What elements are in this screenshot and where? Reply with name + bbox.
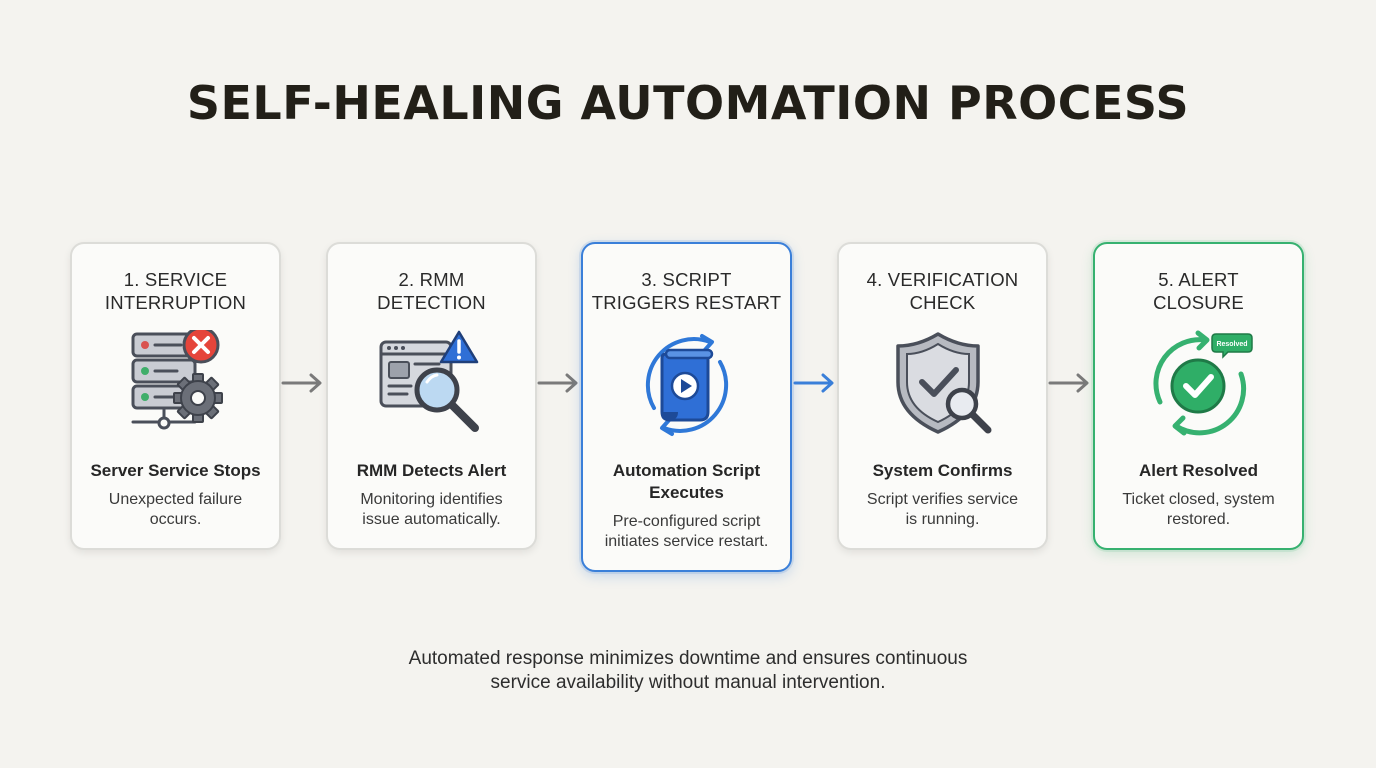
step-description-line: Ticket closed, system xyxy=(1122,491,1275,508)
step-description: Script verifies service is running. xyxy=(845,490,1040,530)
step-description-line: Pre-configured script xyxy=(612,513,761,530)
footer-caption-line: service availability without manual inte… xyxy=(490,672,886,693)
step-title-line: 5. ALERT xyxy=(1158,269,1239,290)
arrow-right-icon xyxy=(1048,372,1092,394)
server-error-gear-icon xyxy=(121,330,231,440)
step-heading: RMM Detects Alert xyxy=(356,461,507,480)
step-title: 4. VERIFICATION CHECK xyxy=(845,268,1040,314)
step-title-line: CHECK xyxy=(909,292,976,313)
step-description-line: initiates service restart. xyxy=(604,533,769,550)
step-heading: System Confirms xyxy=(872,461,1013,480)
script-play-cycle-icon xyxy=(632,330,742,440)
step-title-line: 2. RMM xyxy=(398,269,465,290)
step-card-verification-check: 4. VERIFICATION CHECK System Confirms Sc… xyxy=(837,242,1048,550)
footer-caption-line: Automated response minimizes downtime an… xyxy=(408,648,968,669)
step-description: Ticket closed, system restored. xyxy=(1101,490,1296,530)
step-title-line: DETECTION xyxy=(377,292,486,313)
page-title: SELF-HEALING AUTOMATION PROCESS xyxy=(186,76,1190,130)
step-description-line: restored. xyxy=(1166,511,1231,528)
step-description-line: issue automatically. xyxy=(362,511,501,528)
step-heading-line: Automation Script xyxy=(612,461,761,480)
step-description-line: occurs. xyxy=(149,511,202,528)
step-card-script-triggers-restart: 3. SCRIPT TRIGGERS RESTART Automation Sc… xyxy=(581,242,792,572)
step-card-service-interruption: 1. SERVICE INTERRUPTION xyxy=(70,242,281,550)
monitor-magnifier-warning-icon xyxy=(377,330,487,440)
step-title: 5. ALERT CLOSURE xyxy=(1101,268,1296,314)
step-title: 3. SCRIPT TRIGGERS RESTART xyxy=(589,268,784,314)
step-description-line: Unexpected failure xyxy=(108,491,243,508)
step-description: Monitoring identifies issue automaticall… xyxy=(334,490,529,530)
check-cycle-resolved-icon: Resolved xyxy=(1144,330,1254,440)
arrow-right-icon xyxy=(537,372,581,394)
step-description-line: Monitoring identifies xyxy=(360,491,503,508)
step-title-line: 1. SERVICE xyxy=(123,269,228,290)
step-description-line: is running. xyxy=(905,511,980,528)
resolved-badge-label: Resolved xyxy=(1216,341,1247,348)
step-title: 2. RMM DETECTION xyxy=(334,268,529,314)
arrow-right-icon xyxy=(793,372,837,394)
step-title-line: TRIGGERS RESTART xyxy=(591,292,782,313)
footer-caption: Automated response minimizes downtime an… xyxy=(0,647,1376,695)
step-card-rmm-detection: 2. RMM DETECTION RMM Detects Alert Monit… xyxy=(326,242,537,550)
step-title-line: 4. VERIFICATION xyxy=(866,269,1019,290)
shield-check-magnifier-icon xyxy=(888,330,998,440)
step-heading-line: Executes xyxy=(649,483,724,502)
step-description-line: Script verifies service xyxy=(866,491,1019,508)
step-title-line: CLOSURE xyxy=(1153,292,1244,313)
arrow-right-icon xyxy=(281,372,325,394)
step-card-alert-closure: 5. ALERT CLOSURE Resolved Alert Resolved… xyxy=(1093,242,1304,550)
step-title-line: INTERRUPTION xyxy=(104,292,247,313)
step-description: Pre-configured script initiates service … xyxy=(589,512,784,552)
step-heading: Automation Script Executes xyxy=(589,460,784,504)
step-title-line: 3. SCRIPT xyxy=(641,269,732,290)
step-description: Unexpected failure occurs. xyxy=(78,490,273,530)
step-heading: Server Service Stops xyxy=(90,461,261,480)
step-title: 1. SERVICE INTERRUPTION xyxy=(78,268,273,314)
step-heading: Alert Resolved xyxy=(1138,461,1259,480)
